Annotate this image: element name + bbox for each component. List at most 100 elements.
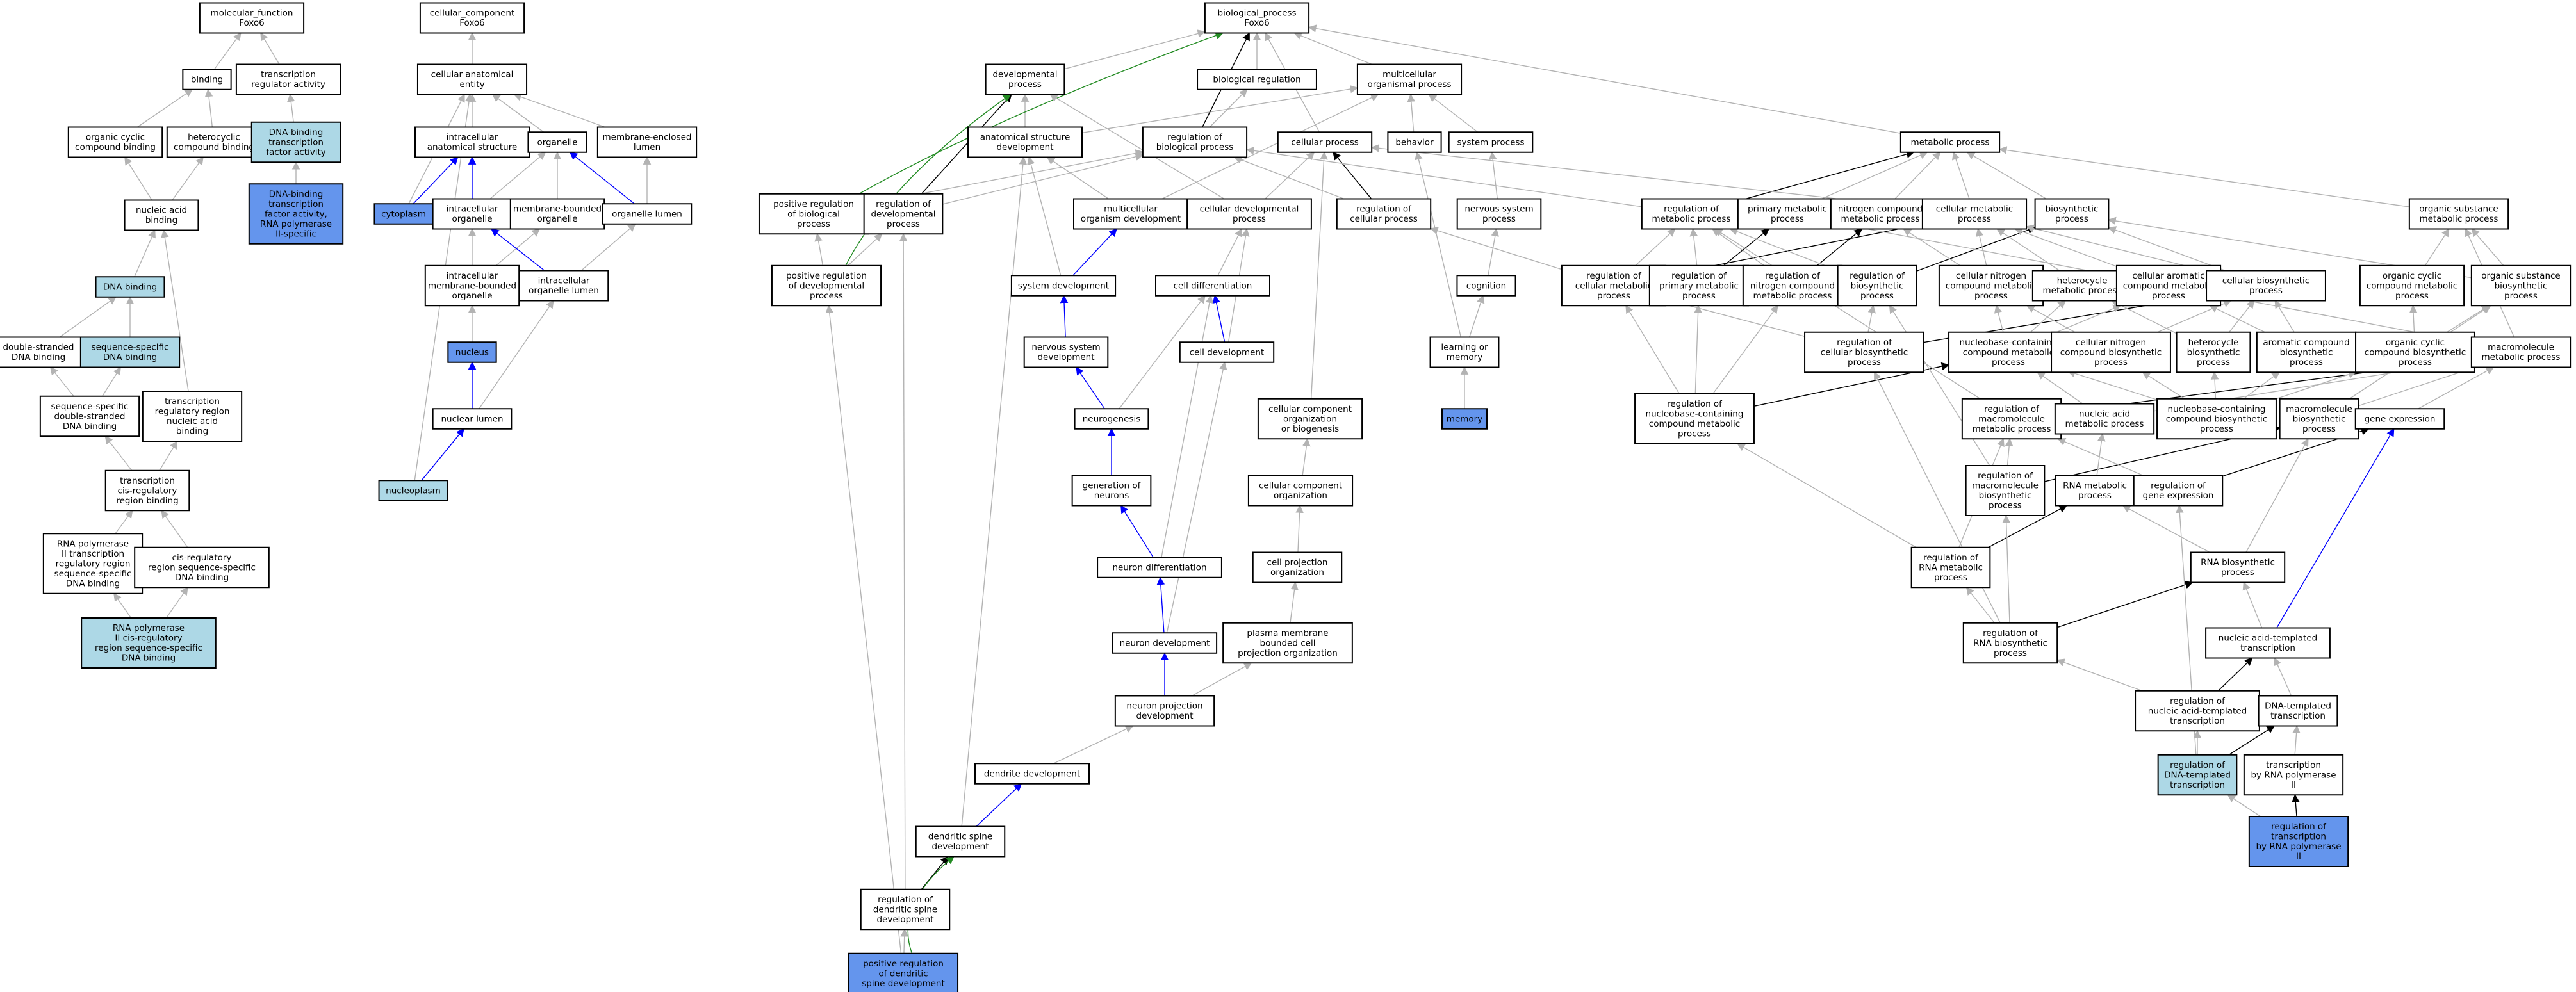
go-term-label-line: process: [1771, 214, 1804, 224]
go-term-label-line: neuron development: [1120, 638, 1210, 648]
go-term-label-line: regulation of: [1923, 553, 1979, 563]
go-term-label-line: neuron differentiation: [1113, 562, 1207, 573]
relation-edge: [1694, 304, 1702, 394]
go-term-label-line: multicellular: [1104, 204, 1158, 215]
relation-edge: [848, 233, 883, 266]
relation-edge: [1994, 305, 2004, 332]
go-term-node: dendrite development: [974, 763, 1090, 785]
go-term-box: [1737, 198, 1838, 230]
go-term-label-line: development: [1037, 352, 1094, 362]
relation-edge: [1046, 156, 1109, 200]
go-term-node: nuclear lumen: [432, 408, 513, 430]
go-term-box: [2359, 264, 2465, 307]
go-term-label-line: nucleus: [455, 347, 489, 357]
go-term-label-line: regulatory region: [155, 407, 230, 417]
relation-edge: [1469, 295, 1485, 337]
relation-edge: [1488, 228, 1500, 276]
go-term-label-line: of biological: [787, 209, 840, 219]
relation-edge: [942, 152, 1144, 205]
go-term-label-line: double-stranded: [54, 411, 125, 421]
go-term-label-line: organic cyclic: [86, 133, 145, 143]
go-term-box: [2470, 264, 2572, 307]
relation-edge: [50, 366, 74, 397]
go-term-label-line: metabolic process: [1652, 214, 1731, 224]
relation-edge: [1988, 505, 2068, 548]
go-term-node: metabolic process: [1899, 131, 2001, 153]
go-term-label-line: memory: [1447, 352, 1482, 362]
relation-edge: [921, 94, 1012, 195]
go-term-label-line: regulation of: [1356, 204, 1412, 215]
go-term-box: [2034, 198, 2110, 230]
go-term-label-line: II transcription: [62, 549, 124, 559]
go-term-label-line: metabolic process: [1911, 137, 1990, 147]
go-term-node: gene expression: [2354, 408, 2445, 430]
go-term-box: [1830, 198, 1931, 230]
go-term-label-line: RNA metabolic: [1919, 562, 1983, 573]
go-term-box: [416, 63, 528, 95]
go-term-label-line: biosynthetic: [2187, 347, 2240, 357]
relation-edge: [2037, 371, 2083, 405]
go-term-box: [2115, 264, 2222, 307]
relation-edge: [115, 510, 133, 534]
go-term-label-line: binding: [191, 74, 223, 85]
go-term-box: [527, 131, 587, 153]
go-term-label-line: compound metabolic: [2123, 281, 2214, 291]
go-term-box: [1071, 475, 1152, 507]
go-term-box: [378, 480, 448, 501]
go-term-box: [2354, 408, 2445, 430]
go-term-node: nucleoplasm: [378, 480, 448, 501]
go-term-label-line: biological_process: [1218, 8, 1297, 19]
go-term-label-line: double-stranded: [3, 343, 74, 353]
relation-edge: [104, 435, 133, 471]
go-term-box: [1010, 275, 1117, 297]
go-term-label-line: process: [2249, 286, 2283, 296]
go-term-label-line: metabolic process: [2482, 352, 2561, 362]
relation-edge: [2471, 228, 2504, 266]
go-term-label-line: sequence-specific: [54, 569, 132, 579]
go-term-label-line: anatomical structure: [427, 142, 518, 152]
go-term-label-line: II cis-regulatory: [115, 633, 182, 644]
go-term-label-line: organelle lumen: [612, 209, 682, 219]
go-term-label-line: process: [1233, 214, 1266, 224]
go-term-label-line: organelle: [452, 214, 492, 224]
go-term-label-line: heterocycle: [2188, 337, 2239, 348]
relation-edge: [1723, 228, 1770, 266]
relation-edge: [165, 587, 188, 619]
go-term-label-line: process: [2197, 357, 2230, 368]
go-term-label-line: process: [1597, 291, 1630, 301]
go-term-label-line: nervous system: [1464, 204, 1533, 215]
relation-edge: [569, 151, 635, 204]
go-term-label-line: DNA-binding: [269, 189, 324, 199]
go-term-box: [758, 193, 869, 235]
go-term-node: cognition: [1456, 275, 1516, 297]
go-term-label-line: regulation of: [1978, 471, 2033, 481]
go-term-box: [432, 198, 513, 230]
relation-edge: [1166, 361, 1227, 633]
relation-edge: [1737, 443, 1917, 548]
go-term-label-line: multicellular: [1382, 70, 1436, 80]
go-term-label-line: transcription: [2270, 711, 2326, 721]
go-term-box: [142, 391, 243, 442]
relation-edge: [2274, 657, 2292, 696]
go-term-box: [2051, 331, 2171, 373]
go-term-label-line: DNA binding: [122, 653, 176, 663]
go-term-box: [518, 270, 609, 302]
go-term-label-line: learning or: [1441, 343, 1488, 353]
